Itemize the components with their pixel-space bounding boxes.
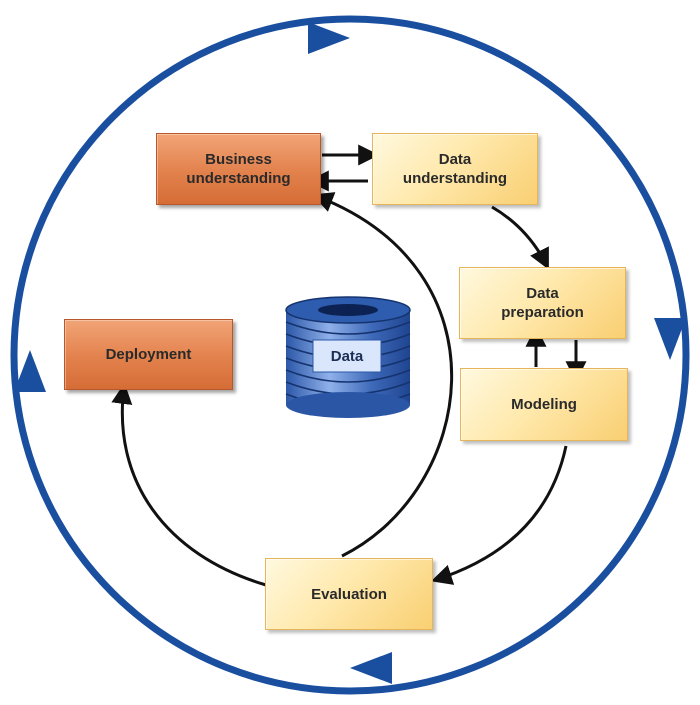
data-understanding-label: Data understanding [402,151,508,187]
data-preparation-label: Data preparation [501,285,584,321]
cycle-arrow-left [14,350,46,392]
outer-cycle-ring [10,15,690,695]
database-label: Data [313,340,381,372]
evaluation-label: Evaluation [311,585,387,603]
business-understanding-label: Business understanding [186,151,291,187]
arrow-evaluation-to-business [312,192,454,558]
modeling-label: Modeling [511,396,577,413]
arrow-modeling-to-evaluation [430,445,568,585]
arrow-understanding-to-preparation [491,205,549,270]
deployment-label: Deployment [105,346,192,363]
data-preparation-box: Data preparation [459,267,626,339]
cycle-arrow-bottom [350,652,392,684]
business-understanding-box: Business understanding [156,133,321,205]
data-understanding-box: Data understanding [372,133,538,205]
deployment-box: Deployment [64,319,233,390]
modeling-box: Modeling [460,368,628,441]
evaluation-box: Evaluation [265,558,433,630]
arrow-evaluation-to-deployment [111,382,267,587]
database-label-text: Data [330,347,364,365]
database-icon [285,296,411,418]
cycle-arrow-right [654,318,686,360]
cycle-arrow-top [308,22,350,54]
